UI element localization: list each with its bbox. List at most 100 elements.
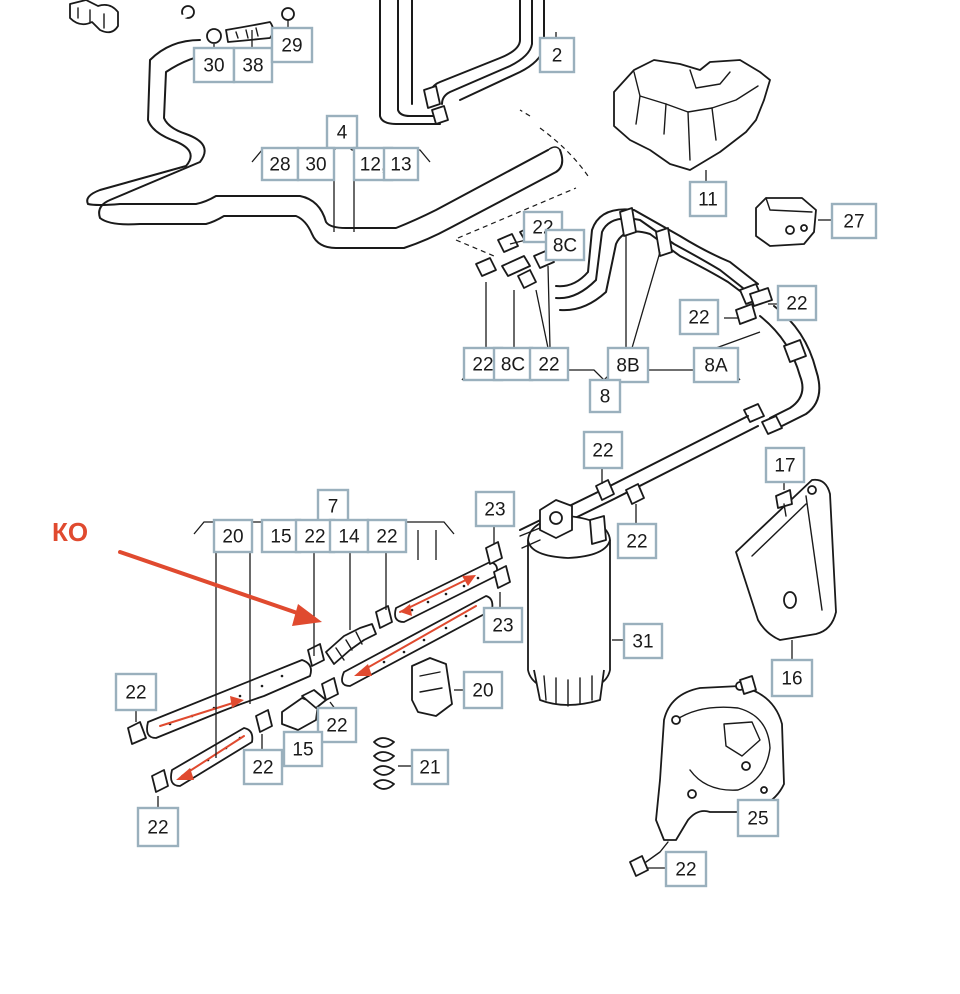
callout-22: 22	[528, 346, 570, 382]
callout-number: 38	[242, 56, 263, 77]
callout-number: 22	[688, 308, 709, 329]
callout-25: 25	[736, 798, 780, 838]
callout-27: 27	[830, 202, 878, 240]
callout-box	[688, 180, 728, 218]
callout-box	[474, 490, 516, 528]
callout-number: 30	[203, 56, 224, 77]
callout-28: 28	[260, 146, 300, 182]
callout-21: 21	[410, 748, 450, 786]
callout-box	[616, 522, 658, 560]
callout-box	[136, 806, 180, 848]
callout-number: 8C	[501, 355, 525, 376]
callout-20: 20	[212, 518, 254, 554]
callout-30: 30	[192, 46, 236, 84]
callout-box	[282, 730, 324, 768]
main-fuel-lines	[64, 0, 589, 249]
callout-box	[692, 346, 740, 384]
callout-23: 23	[482, 606, 524, 644]
callout-box	[482, 606, 524, 644]
callout-box	[232, 46, 274, 84]
callout-box	[114, 672, 158, 712]
callout-box	[410, 748, 450, 786]
callout-box	[522, 210, 564, 244]
callout-number: 17	[774, 456, 795, 477]
callout-number: 20	[472, 681, 493, 702]
callout-22: 22	[776, 284, 818, 322]
callout-16: 16	[770, 658, 814, 698]
callout-box	[736, 798, 780, 838]
callout-number: 8	[600, 387, 611, 408]
callout-number: 22	[147, 818, 168, 839]
callout-box	[316, 706, 358, 744]
callout-number: 15	[292, 740, 313, 761]
callout-number: 11	[698, 190, 718, 211]
callout-15: 15	[260, 518, 302, 554]
callout-number: 13	[390, 155, 411, 176]
callout-11: 11	[688, 180, 728, 218]
callout-8B: 8B	[606, 346, 650, 384]
hose-group-7	[127, 541, 511, 793]
callout-number: 30	[305, 155, 326, 176]
callout-7: 7	[316, 488, 350, 524]
callout-number: 8A	[704, 356, 728, 377]
callout-number: 22	[592, 441, 613, 462]
callout-14: 14	[328, 518, 370, 554]
callout-box	[544, 228, 586, 262]
fuel-filter-part-31	[519, 499, 611, 707]
callout-number: 22	[786, 294, 807, 315]
callout-number: 22	[304, 527, 325, 548]
callout-15: 15	[282, 730, 324, 768]
callout-box	[382, 146, 420, 182]
callout-22: 22	[294, 518, 336, 554]
callout-box	[606, 346, 650, 384]
callout-23: 23	[474, 490, 516, 528]
callout-number: 21	[419, 758, 440, 779]
callout-number: 20	[222, 527, 243, 548]
callout-box	[776, 284, 818, 322]
callout-22: 22	[242, 748, 284, 786]
top-connectors	[69, 0, 295, 44]
callout-box	[582, 430, 624, 470]
callout-22: 22	[136, 806, 180, 848]
callout-22: 22	[582, 430, 624, 470]
callout-box	[242, 748, 284, 786]
callout-number: 31	[632, 632, 653, 653]
callout-number: 16	[781, 669, 802, 690]
callout-22: 22	[522, 210, 564, 244]
leader-lines	[135, 20, 832, 869]
callout-number: 25	[747, 809, 768, 830]
callout-box	[528, 346, 570, 382]
callout-8C: 8C	[544, 228, 586, 262]
callout-22: 22	[664, 850, 708, 888]
callout-box	[770, 658, 814, 698]
callout-box	[366, 518, 408, 554]
callout-30: 30	[296, 146, 336, 182]
callout-number: 7	[328, 497, 339, 518]
callout-17: 17	[764, 446, 806, 484]
callout-box	[296, 146, 336, 182]
callout-box	[830, 202, 878, 240]
callout-number: 28	[269, 155, 290, 176]
callout-22: 22	[616, 522, 658, 560]
callout-number: 8B	[616, 356, 639, 377]
callout-22: 22	[316, 706, 358, 744]
callout-number: 23	[484, 500, 505, 521]
callout-box	[538, 36, 576, 74]
callout-box	[588, 378, 622, 414]
callout-number: 14	[338, 527, 360, 548]
callout-number: 29	[281, 36, 302, 57]
callout-22: 22	[678, 298, 720, 336]
callout-number: 12,	[360, 155, 386, 176]
callout-box	[764, 446, 806, 484]
callout-22: 22	[366, 518, 408, 554]
group-brackets	[193, 141, 741, 535]
callout-13: 13	[382, 146, 420, 182]
callout-number: 22	[675, 860, 696, 881]
fuel-tank-part-11	[613, 59, 771, 171]
callout-8C: 8C	[492, 346, 534, 382]
callout-number: 27	[843, 212, 864, 233]
callout-number: 22	[252, 758, 273, 779]
callout-number: 22	[326, 716, 347, 737]
